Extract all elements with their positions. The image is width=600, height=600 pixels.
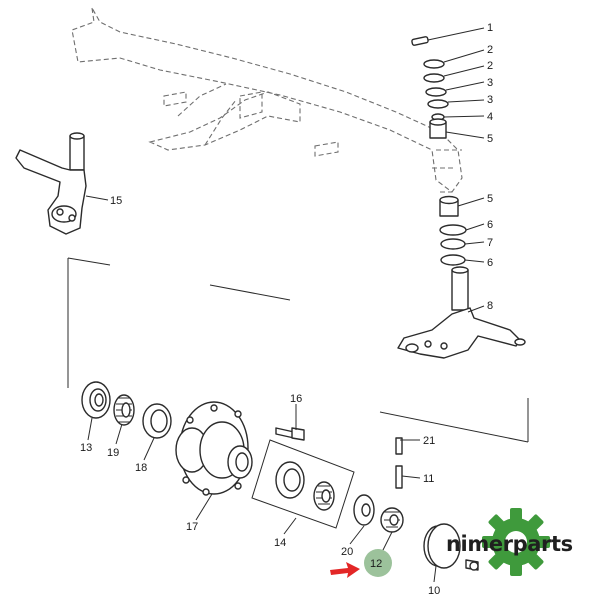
right-spindle	[397, 266, 526, 359]
washer	[353, 494, 375, 526]
brand-logo: nimerparts	[446, 508, 573, 576]
callout-6b: 6	[487, 257, 493, 269]
axle-beam	[71, 7, 463, 193]
callout-4: 4	[487, 111, 493, 123]
bearing-kit-box	[251, 439, 355, 529]
seal	[81, 381, 111, 419]
callout-5a: 5	[487, 133, 493, 145]
highlight-circle	[364, 549, 392, 577]
inner-bearing-cone	[113, 394, 135, 426]
wheel-bolt	[275, 427, 305, 441]
callout-3a: 3	[487, 77, 493, 89]
highlighted-callout: 12	[330, 549, 392, 578]
left-spindle	[15, 132, 87, 235]
callout-12: 12	[370, 558, 382, 570]
callout-8: 8	[487, 300, 493, 312]
callout-10: 10	[428, 585, 440, 597]
callout-1: 1	[487, 22, 493, 34]
gear-icon	[482, 508, 550, 576]
callout-6a: 6	[487, 219, 493, 231]
callout-17: 17	[186, 521, 198, 533]
callout-11: 11	[423, 473, 434, 485]
assembly-frame	[67, 257, 529, 443]
callout-21: 21	[423, 435, 435, 447]
callout-16: 16	[290, 393, 302, 405]
callout-20: 20	[341, 546, 353, 558]
callout-18: 18	[135, 462, 147, 474]
callout-7: 7	[487, 237, 493, 249]
callout-5b: 5	[487, 193, 493, 205]
inner-bearing-cup	[142, 403, 172, 439]
castle-nut	[380, 507, 404, 533]
red-arrow-icon	[330, 562, 360, 578]
callout-15: 15	[110, 195, 122, 207]
callout-14: 14	[274, 537, 286, 549]
callout-2a: 2	[487, 44, 493, 56]
brand-name: nimerparts	[446, 532, 573, 556]
kingpin-stack	[411, 36, 467, 266]
callout-13: 13	[80, 442, 92, 454]
leader-lines	[85, 27, 485, 583]
hub-cap	[423, 523, 479, 571]
callout-3b: 3	[487, 94, 493, 106]
callout-2b: 2	[487, 60, 493, 72]
cotter-pin	[395, 437, 403, 489]
wheel-hub	[175, 401, 253, 496]
callout-19: 19	[107, 447, 119, 459]
callout-labels: 1 2 2 3 3 4 5 5 6 7 6 8 15 16 21 11 13 1…	[80, 22, 493, 597]
